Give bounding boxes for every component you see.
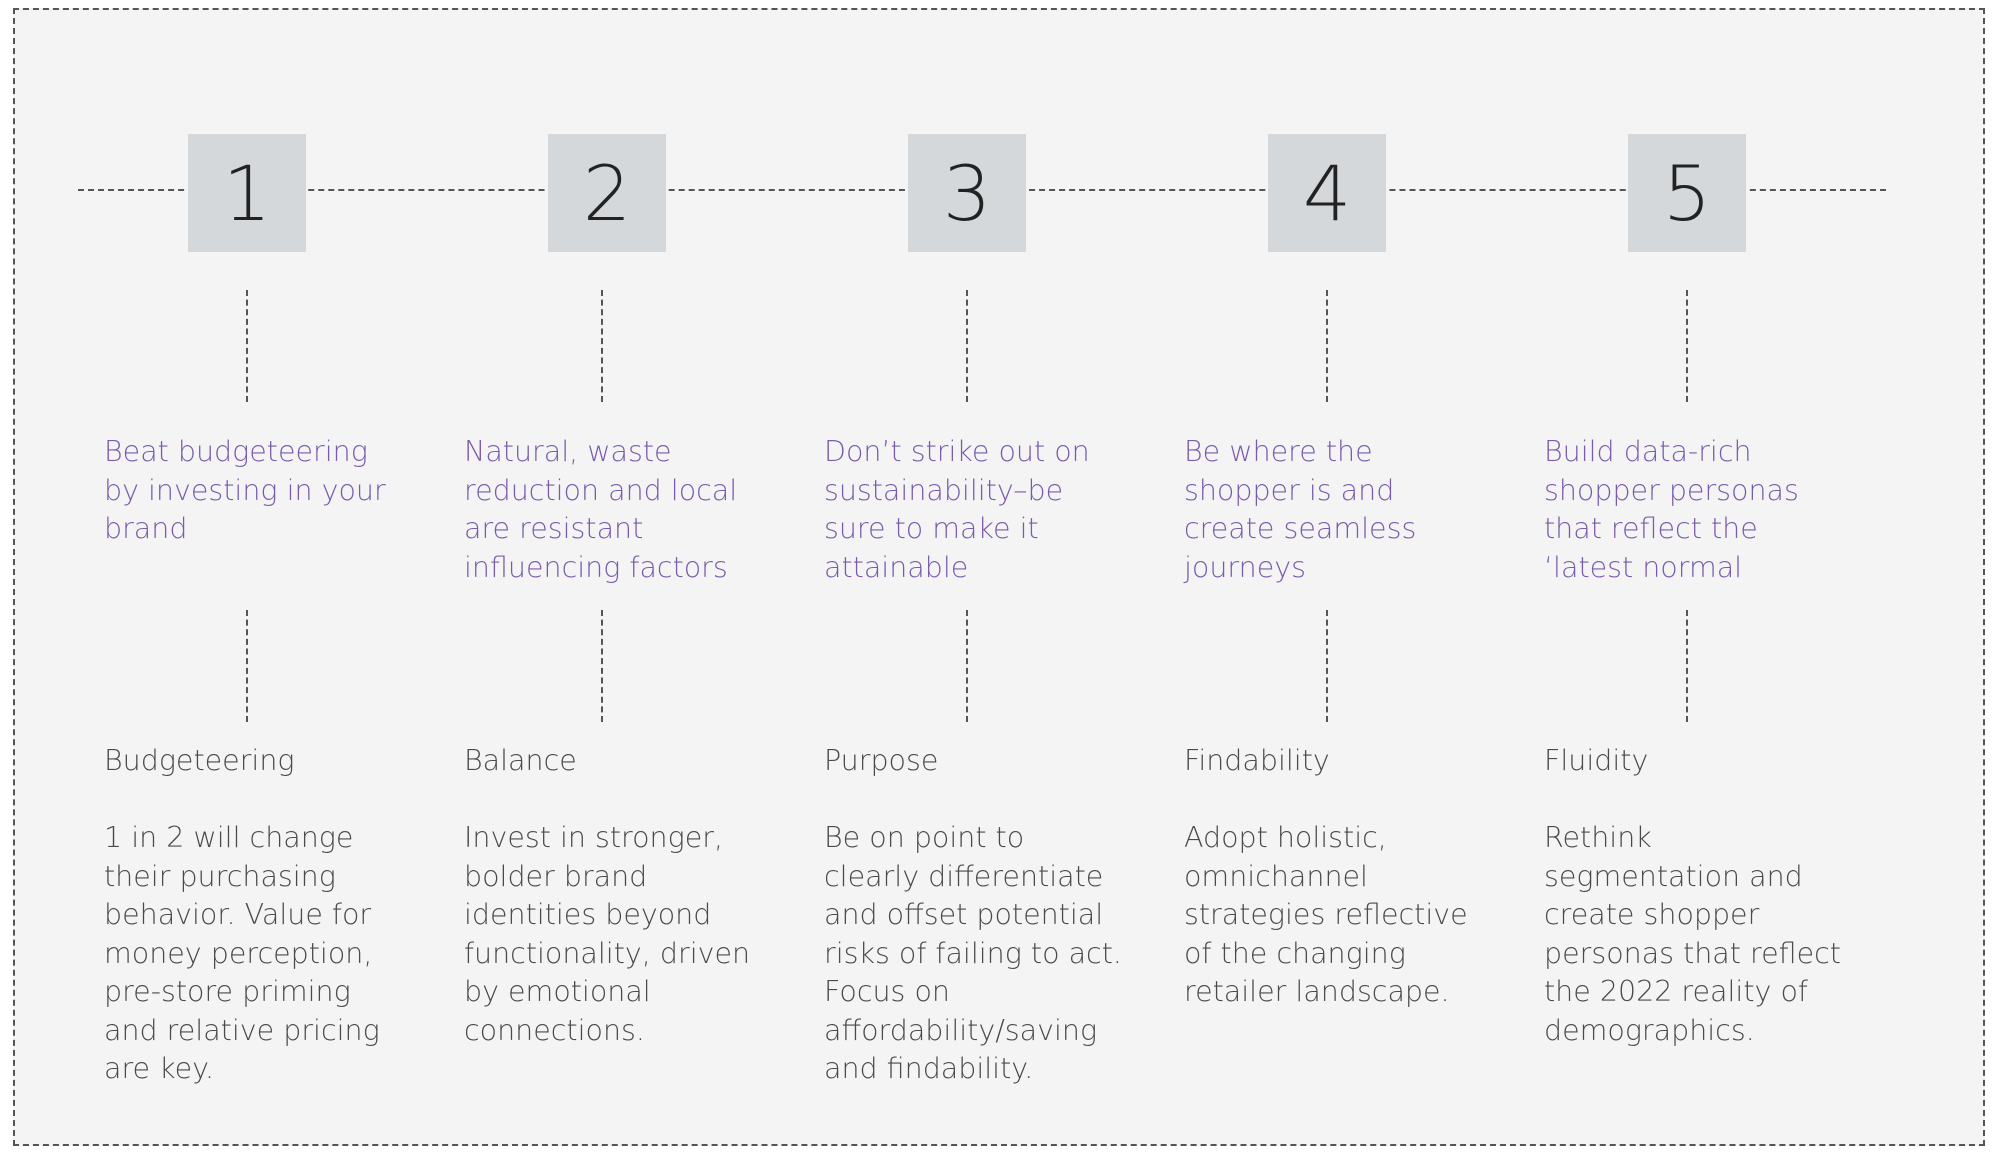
step-number-box: 1 (188, 134, 306, 252)
step-title: Balance (464, 744, 577, 777)
step-title: Fluidity (1544, 744, 1649, 777)
step-title: Purpose (824, 744, 939, 777)
connector-line-top (1326, 290, 1328, 402)
step-number-box: 3 (908, 134, 1026, 252)
connector-line-top (966, 290, 968, 402)
step-title: Budgeteering (104, 744, 295, 777)
connector-line-top (1686, 290, 1688, 402)
connector-line-bottom (246, 610, 248, 722)
connector-line-top (601, 290, 603, 402)
step-description: Invest in stronger, bolder brand identit… (464, 821, 751, 1047)
connector-line-bottom (1686, 610, 1688, 722)
step-3: 3 Don’t strike out on sustainability–be … (824, 0, 1184, 1157)
connector-line-bottom (966, 610, 968, 722)
step-1: 1 Beat budgeteering by investing in your… (104, 0, 464, 1157)
connector-line-bottom (1326, 610, 1328, 722)
step-4: 4 Be where the shopper is and create sea… (1184, 0, 1544, 1157)
connector-line-bottom (601, 610, 603, 722)
step-2: 2 Natural, waste reduction and local are… (464, 0, 824, 1157)
step-tagline: Build data-rich shopper personas that re… (1544, 435, 1799, 584)
step-tagline: Beat budgeteering by investing in your b… (104, 435, 386, 545)
connector-line-top (246, 290, 248, 402)
step-number-box: 4 (1268, 134, 1386, 252)
step-title: Findability (1184, 744, 1330, 777)
step-tagline: Natural, waste reduction and local are r… (464, 435, 738, 584)
step-description: Be on point to clearly differentiate and… (824, 821, 1122, 1085)
step-description: 1 in 2 will change their purchasing beha… (104, 821, 380, 1085)
step-description: Rethink segmentation and create shopper … (1544, 821, 1841, 1047)
step-number-box: 2 (548, 134, 666, 252)
step-description: Adopt holistic, omnichannel strategies r… (1184, 821, 1468, 1008)
step-tagline: Be where the shopper is and create seaml… (1184, 435, 1417, 584)
step-tagline: Don’t strike out on sustainability–be su… (824, 435, 1090, 584)
step-5: 5 Build data-rich shopper personas that … (1544, 0, 1904, 1157)
step-number-box: 5 (1628, 134, 1746, 252)
